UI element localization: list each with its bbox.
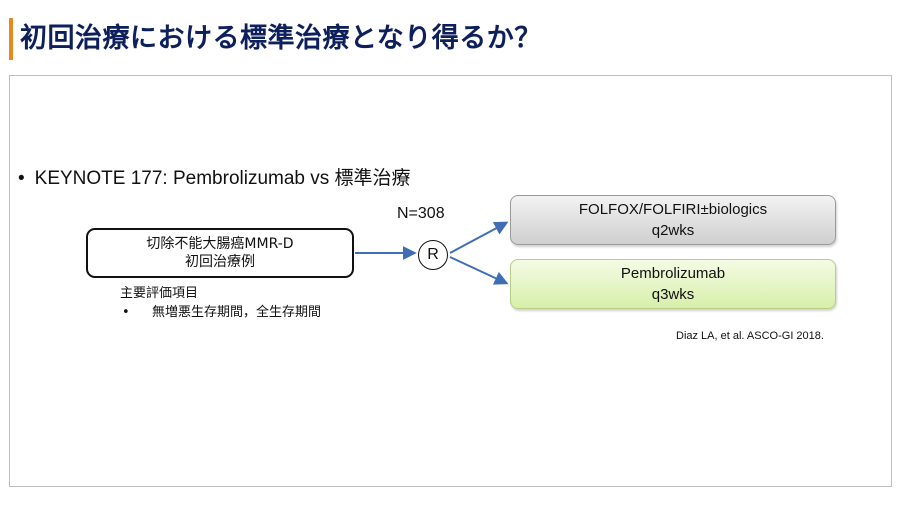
slide-title: 初回治療における標準治療となり得るか？: [20, 23, 542, 54]
control-arm-regimen: FOLFOX/FOLFIRI±biologics: [578, 201, 768, 218]
population-line-2: 初回治療例: [185, 254, 255, 270]
experimental-arm-box: Pembrolizumab q3wks: [510, 259, 836, 309]
endpoints-item-text: 無増悪生存期間，全生存期間: [152, 305, 322, 320]
title-accent-bar: [9, 18, 13, 60]
endpoints-heading: 主要評価項目: [120, 286, 199, 301]
endpoints-block: 主要評価項目 • 無増悪生存期間，全生存期間: [120, 284, 321, 322]
endpoints-item-marker: •: [122, 305, 130, 320]
bullet-point: • KEYNOTE 177: Pembrolizumab vs 標準治療: [18, 163, 411, 190]
control-arm-box: FOLFOX/FOLFIRI±biologics q2wks: [510, 195, 836, 245]
experimental-arm-schedule: q3wks: [651, 286, 695, 303]
population-line-1: 切除不能大腸癌MMR-D: [146, 236, 294, 252]
bullet-text: KEYNOTE 177: Pembrolizumab vs 標準治療: [34, 168, 411, 189]
endpoints-item: • 無増悪生存期間，全生存期間: [120, 303, 321, 322]
control-arm-schedule: q2wks: [651, 222, 695, 239]
bullet-marker: •: [18, 168, 25, 189]
randomization-node: R: [418, 240, 448, 270]
experimental-arm-regimen: Pembrolizumab: [620, 265, 726, 282]
sample-size-label: N=308: [397, 205, 445, 222]
citation: Diaz LA, et al. ASCO-GI 2018.: [676, 330, 824, 342]
population-box: 切除不能大腸癌MMR-D 初回治療例: [86, 228, 354, 278]
